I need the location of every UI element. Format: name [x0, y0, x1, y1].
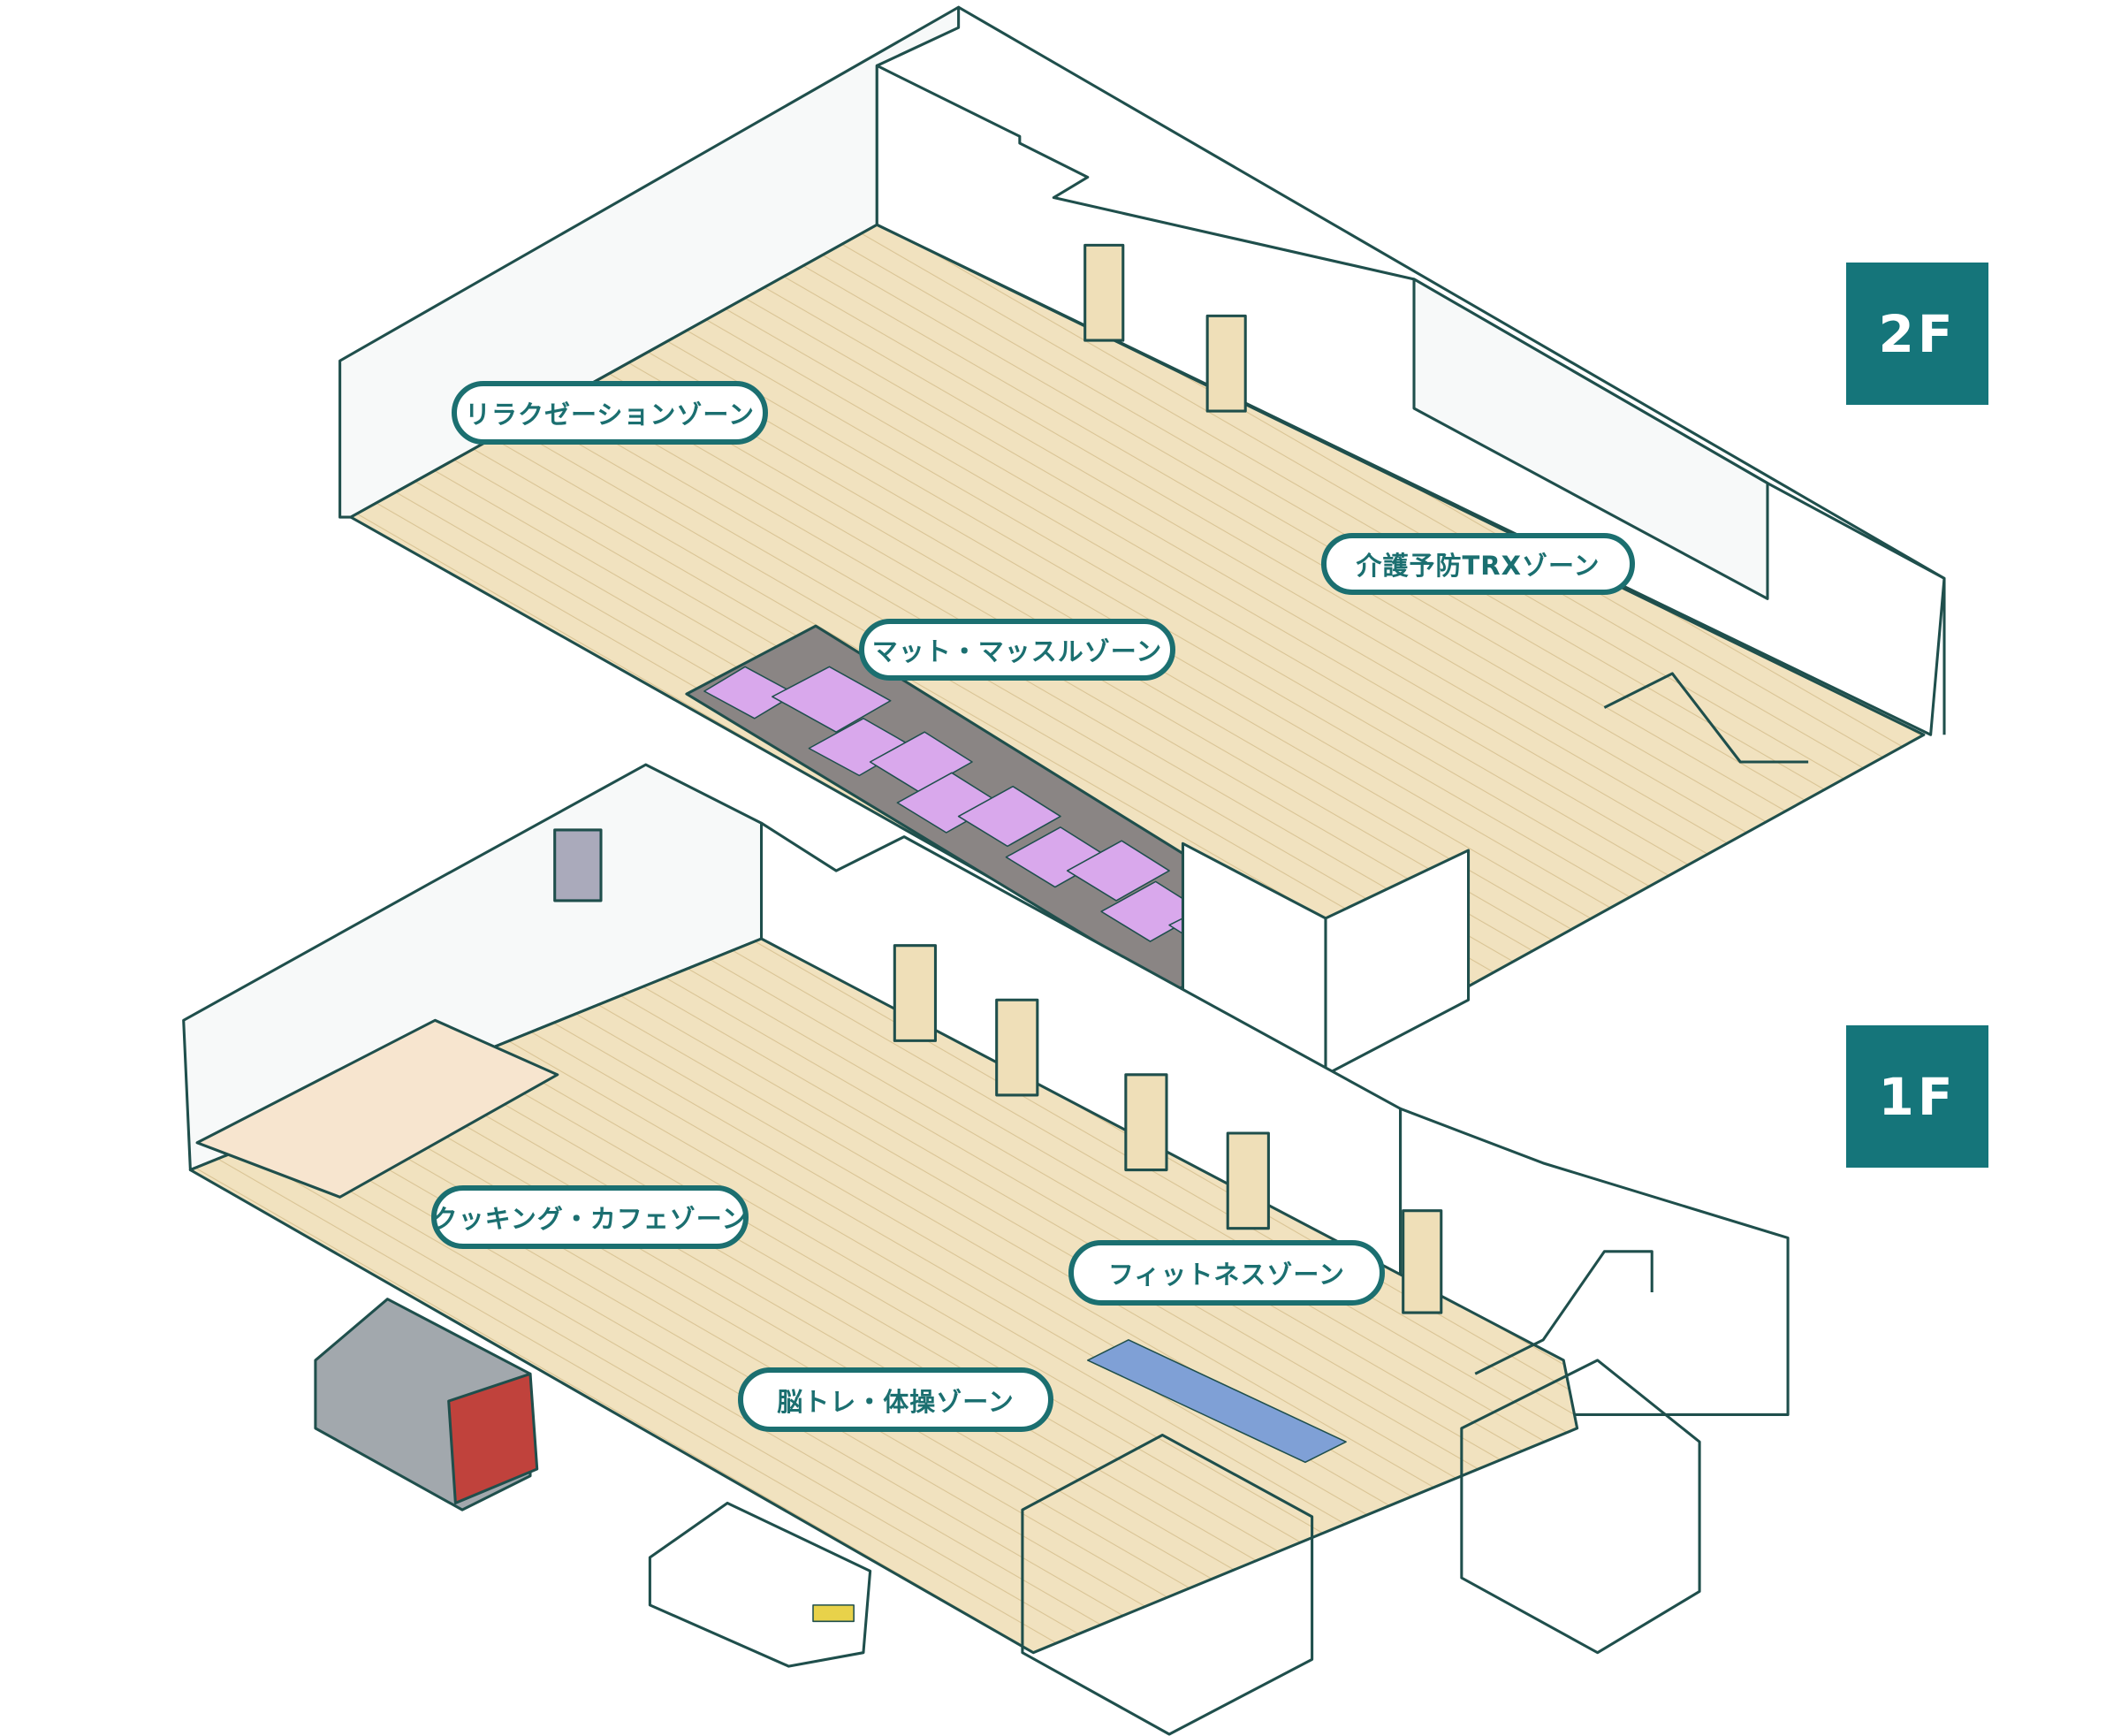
door	[893, 944, 937, 1042]
zone-label-brain-exercise: 脳トレ・体操ゾーン	[738, 1367, 1053, 1432]
first-floor-front-box-1	[1021, 1434, 1314, 1736]
second-floor-top-outline	[957, 5, 1946, 735]
second-floor-front-block-right	[1324, 849, 1471, 1077]
door	[1205, 314, 1247, 413]
first-floor-wood-floor	[188, 937, 1579, 1655]
van-2	[648, 1501, 872, 1668]
yoga-mats	[703, 666, 1266, 956]
zone-label-mat-muscle: マット・マッスルゾーン	[859, 619, 1175, 681]
door	[1226, 1131, 1270, 1230]
zone-label-cooking-cafe: クッキング・カフェゾーン	[431, 1185, 749, 1249]
kitchen-floor	[195, 1018, 559, 1199]
first-floor	[182, 763, 1790, 1736]
zone-label-trx: 介護予防TRXゾーン	[1321, 533, 1635, 595]
door	[1124, 1073, 1168, 1172]
door	[995, 998, 1039, 1097]
first-floor-front-box-2	[1460, 1359, 1701, 1655]
floor-badge-1f: 1F	[1846, 1025, 1988, 1168]
staircase	[1474, 1250, 1653, 1375]
stair-railing	[1603, 672, 1809, 764]
floor-badge-2f: 2F	[1846, 263, 1988, 405]
second-floor-right-wall	[1412, 278, 1769, 600]
zone-label-relaxation: リラクゼーションゾーン	[452, 381, 768, 445]
door	[1402, 1209, 1443, 1314]
zone-label-fitness: フィットネスゾーン	[1068, 1240, 1385, 1306]
wall-monitor	[553, 828, 603, 902]
door	[1083, 243, 1125, 342]
treadmill-row	[1087, 1339, 1347, 1464]
van-1	[314, 1298, 539, 1511]
